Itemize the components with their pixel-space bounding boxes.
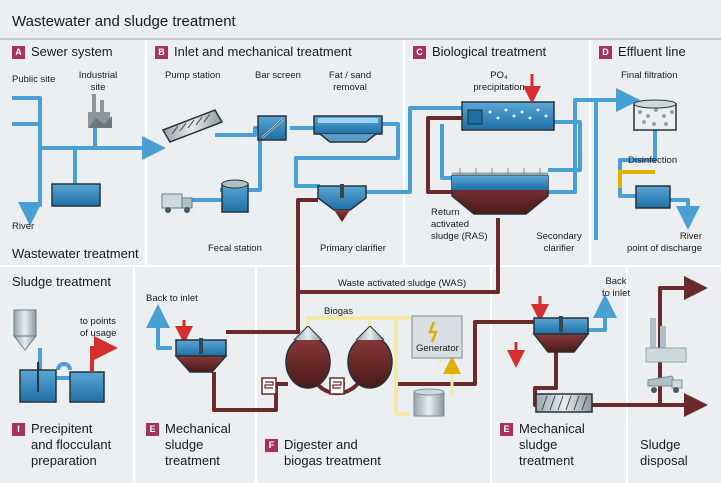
section-sludge-disposal: Sludge disposal xyxy=(640,437,688,469)
section-biological: C Biological treatment xyxy=(413,44,546,59)
separator-wastewater-sludge xyxy=(0,265,721,267)
section-sewer-system: A Sewer system xyxy=(12,44,113,59)
separator-i-e xyxy=(133,267,135,483)
section-title-line3: treatment xyxy=(519,453,574,468)
digester-2-icon xyxy=(347,325,393,389)
label-biogas: Biogas xyxy=(324,306,354,317)
industrial-site-icon xyxy=(88,94,112,128)
section-inlet-mechanical: B Inlet and mechanical treatment xyxy=(155,44,352,59)
digester-1-icon xyxy=(285,325,331,389)
fecal-station-icon xyxy=(221,179,249,213)
bar-screen-icon xyxy=(257,115,287,141)
group-label-sludge: Sludge treatment xyxy=(12,274,112,289)
dewatering-press-icon xyxy=(535,393,593,413)
label-pump-station: Pump station xyxy=(165,70,221,81)
pump-station-icon xyxy=(161,109,224,143)
section-title: Biological treatment xyxy=(432,44,547,59)
section-effluent: D Effluent line xyxy=(599,44,686,59)
gas-holder-icon xyxy=(413,388,445,417)
section-title-line3: treatment xyxy=(165,453,220,468)
separator-c-d xyxy=(589,40,591,265)
stormwater-tank xyxy=(51,183,101,207)
section-title-line1: Sludge xyxy=(640,437,681,452)
precipitant-dosing-arrow xyxy=(90,336,118,372)
section-badge: C xyxy=(413,46,426,59)
heat-exchanger-2-icon xyxy=(329,377,345,395)
section-title-line3: preparation xyxy=(31,453,97,468)
generator-icon xyxy=(411,315,463,359)
page-title: Wastewater and sludge treatment xyxy=(12,13,236,30)
label-bar-screen: Bar screen xyxy=(255,70,301,81)
section-title-line2: sludge xyxy=(165,437,204,452)
section-title: Inlet and mechanical treatment xyxy=(174,44,352,59)
thickener-1-icon xyxy=(174,338,228,373)
dump-truck-icon xyxy=(647,375,683,393)
separator-b-c xyxy=(403,40,405,265)
fat-sand-removal-icon xyxy=(313,115,383,143)
truck-icon xyxy=(161,193,193,213)
section-badge: B xyxy=(155,46,168,59)
label-waste-activated-sludge: Waste activated sludge (WAS) xyxy=(338,278,467,289)
section-title-line1: Precipitent xyxy=(31,421,93,436)
section-precipitent: I Precipitent and flocculant preparation xyxy=(12,421,111,469)
separator-e2-disposal xyxy=(626,267,628,483)
group-label-wastewater: Wastewater treatment xyxy=(12,246,139,261)
label-back-to-inlet-1: Back to inlet xyxy=(146,293,198,304)
label-disinfection: Disinfection xyxy=(628,155,678,166)
label-public-site: Public site xyxy=(12,74,56,85)
separator-f-e2 xyxy=(490,267,492,483)
section-badge: E xyxy=(500,423,513,436)
section-digester: F Digester and biogas treatment xyxy=(265,437,381,469)
label-generator: Generator xyxy=(416,343,459,354)
section-badge: E xyxy=(146,423,159,436)
label-river: River xyxy=(12,221,35,232)
label-primary-clarifier: Primary clarifier xyxy=(320,243,386,254)
biogas-pipe xyxy=(306,316,410,416)
section-title: Sewer system xyxy=(31,44,113,59)
section-title-line1: Mechanical xyxy=(165,421,231,436)
secondary-clarifier-icon xyxy=(451,168,549,215)
heat-exchanger-1-icon xyxy=(261,377,277,395)
section-title: Effluent line xyxy=(618,44,686,59)
section-title-line1: Mechanical xyxy=(519,421,585,436)
label-final-filtration: Final filtration xyxy=(621,70,678,81)
disinfection-tank-icon xyxy=(635,185,671,209)
section-title-line1: Digester and xyxy=(284,437,358,452)
section-badge: F xyxy=(265,439,278,452)
section-badge: D xyxy=(599,46,612,59)
final-filtration-icon xyxy=(633,99,677,131)
primary-clarifier-icon xyxy=(317,184,367,222)
separator-e-f xyxy=(255,267,257,483)
section-title-line2: biogas treatment xyxy=(284,453,381,468)
thickener-2-icon xyxy=(532,316,590,353)
title-divider xyxy=(0,38,721,40)
section-badge: A xyxy=(12,46,25,59)
mixing-tank-2 xyxy=(69,371,105,403)
section-title-line2: sludge xyxy=(519,437,558,452)
incineration-plant-icon xyxy=(645,318,687,363)
silo-icon xyxy=(12,309,38,351)
section-mechanical-2: E Mechanical sludge treatment xyxy=(500,421,585,469)
section-title-line2: and flocculant xyxy=(31,437,112,452)
aeration-tank-icon xyxy=(461,101,555,131)
section-badge: I xyxy=(12,423,25,436)
section-title-line2: disposal xyxy=(640,453,688,468)
label-fecal-station: Fecal station xyxy=(208,243,262,254)
section-mechanical-1: E Mechanical sludge treatment xyxy=(146,421,231,469)
